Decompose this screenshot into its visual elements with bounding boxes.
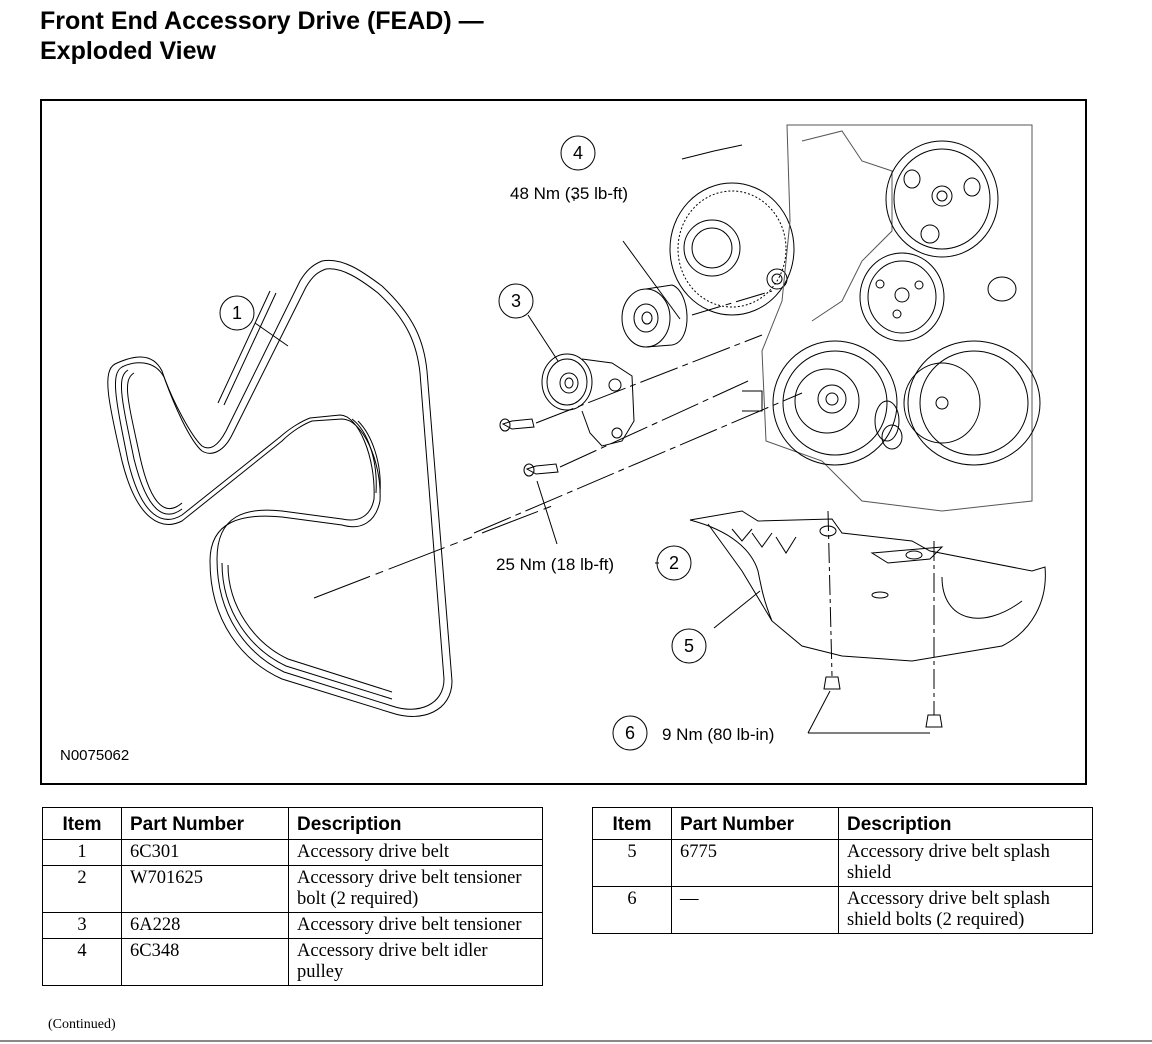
table-header-row: Item Part Number Description	[42, 807, 543, 840]
torque-label-item-2: 25 Nm (18 lb-ft)	[496, 555, 614, 574]
title-line-1: Front End Accessory Drive (FEAD) —	[40, 7, 484, 35]
cell-description: Accessory drive belt tensioner bolt (2 r…	[288, 865, 543, 913]
callout-5-circle	[671, 628, 707, 664]
idler-pulley-illustration	[621, 284, 773, 348]
cell-item: 2	[42, 865, 122, 913]
cell-part-number: W701625	[121, 865, 289, 913]
cell-item: 5	[592, 839, 672, 887]
engine-front-illustration	[742, 124, 1041, 512]
callout-6-leader	[807, 690, 930, 734]
callout-2-number: 2	[669, 553, 679, 573]
table-row: 3 6A228 Accessory drive belt tensioner	[42, 912, 543, 939]
table-row: 2 W701625 Accessory drive belt tensioner…	[42, 865, 543, 913]
header-item: Item	[592, 807, 672, 840]
cell-description: Accessory drive belt	[288, 839, 543, 866]
callout-6-number: 6	[625, 723, 635, 743]
callout-1-leader	[254, 322, 289, 347]
header-description: Description	[838, 807, 1093, 840]
drive-belt-illustration	[107, 259, 453, 717]
callout-4-number: 4	[573, 143, 583, 163]
table-header-row: Item Part Number Description	[592, 807, 1093, 840]
callout-1-number: 1	[232, 303, 242, 323]
continued-note: (Continued)	[48, 1017, 116, 1032]
callout-2-leader	[536, 480, 558, 545]
cell-part-number: 6775	[671, 839, 839, 887]
tensioner-illustration	[541, 353, 635, 447]
callout-1-circle	[219, 295, 255, 331]
callout-3-number: 3	[511, 291, 521, 311]
callout-5-number: 5	[684, 636, 694, 656]
cell-description: Accessory drive belt idler pulley	[288, 938, 543, 986]
page-title: Front End Accessory Drive (FEAD) — Explo…	[40, 6, 484, 66]
tensioner-bolts	[473, 334, 803, 534]
cell-part-number: 6C301	[121, 839, 289, 866]
cell-item: 6	[592, 886, 672, 934]
callout-5-leader	[713, 590, 761, 629]
page-bottom-rule	[0, 1040, 1152, 1042]
figure-id: N0075062	[60, 747, 130, 764]
parts-table-right: Item Part Number Description 5 6775 Acce…	[592, 807, 1093, 934]
table-row: 6 — Accessory drive belt splash shield b…	[592, 886, 1093, 934]
callout-3-leader	[527, 314, 559, 362]
header-part-number: Part Number	[671, 807, 839, 840]
table-row: 4 6C348 Accessory drive belt idler pulle…	[42, 938, 543, 986]
exploded-view-figure: 1 2 3 4 5 6 48 Nm (35 lb-ft) 25 Nm (18 l…	[40, 99, 1087, 785]
callout-3-circle	[498, 283, 534, 319]
cell-description: Accessory drive belt splash shield bolts…	[838, 886, 1093, 934]
header-part-number: Part Number	[121, 807, 289, 840]
table-row: 5 6775 Accessory drive belt splash shiel…	[592, 839, 1093, 887]
cell-item: 3	[42, 912, 122, 939]
title-line-2: Exploded View	[40, 37, 216, 65]
header-item: Item	[42, 807, 122, 840]
torque-label-item-4: 48 Nm (35 lb-ft)	[510, 184, 628, 203]
cell-part-number: 6C348	[121, 938, 289, 986]
parts-table-left: Item Part Number Description 1 6C301 Acc…	[42, 807, 543, 986]
cell-item: 4	[42, 938, 122, 986]
splash-shield-bolts	[823, 510, 943, 728]
table-row: 1 6C301 Accessory drive belt	[42, 839, 543, 866]
callout-2-circle	[656, 545, 692, 581]
cell-item: 1	[42, 839, 122, 866]
callout-4-leader	[622, 240, 681, 320]
splash-shield-illustration	[689, 510, 1046, 662]
exploded-view-diagram: 1 2 3 4 5 6 48 Nm (35 lb-ft) 25 Nm (18 l…	[107, 124, 1046, 751]
cell-description: Accessory drive belt tensioner	[288, 912, 543, 939]
callout-6-circle	[612, 715, 648, 751]
torque-label-item-6: 9 Nm (80 lb-in)	[662, 725, 774, 744]
alternator-illustration	[669, 144, 795, 316]
header-description: Description	[288, 807, 543, 840]
belt-alignment-line	[313, 505, 553, 599]
cell-part-number: 6A228	[121, 912, 289, 939]
cell-part-number: —	[671, 886, 839, 934]
callout-4-circle	[560, 135, 596, 171]
cell-description: Accessory drive belt splash shield	[838, 839, 1093, 887]
